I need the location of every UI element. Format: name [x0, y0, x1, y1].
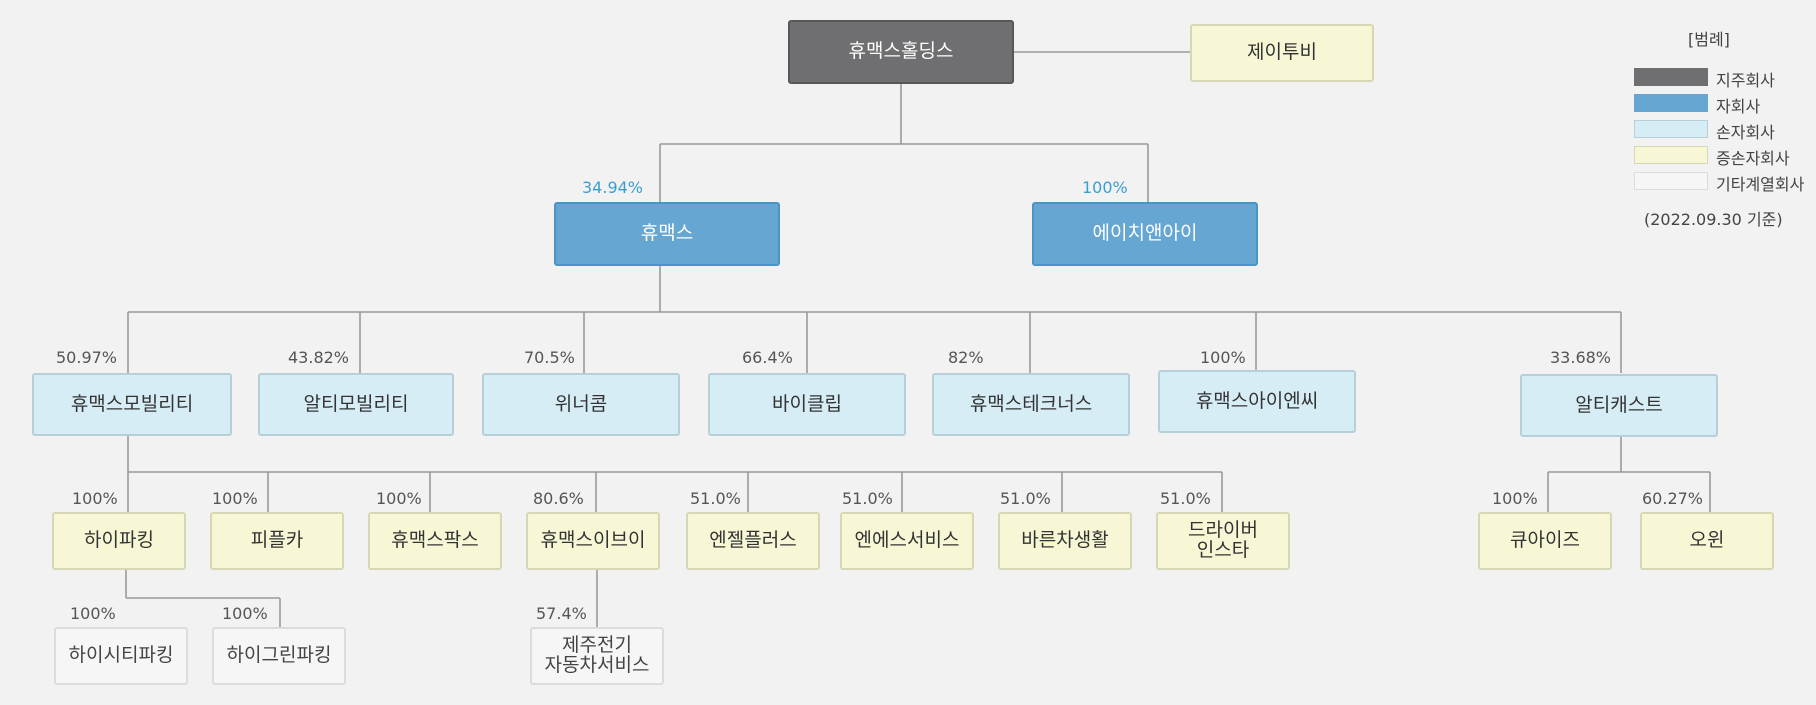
pct-hni: 100% — [1082, 178, 1128, 197]
legend-title: [범례] — [1688, 30, 1730, 49]
node-bareun-life: 바른차생활 — [998, 512, 1132, 570]
pct-humax-parks: 100% — [376, 489, 422, 508]
legend-swatch-holding — [1634, 68, 1708, 86]
legend-date: (2022.09.30 기준) — [1644, 210, 1783, 229]
pct-rt-cast: 33.68% — [1550, 348, 1612, 367]
pct-jeju-ev-service: 57.4% — [536, 604, 587, 623]
node-jeju-ev-service: 제주전기 자동차서비스 — [530, 627, 664, 685]
legend-label-other: 기타계열회사 — [1716, 175, 1805, 194]
legend-item-sub: 자회사 — [1634, 92, 1816, 116]
legend-item-gsub: 손자회사 — [1634, 118, 1816, 142]
pct-higreen-parking: 100% — [222, 604, 268, 623]
node-humax-parks: 휴맥스팍스 — [368, 512, 502, 570]
node-humax-icnc: 휴맥스아이엔씨 — [1158, 370, 1356, 433]
legend-item-other: 기타계열회사 — [1634, 170, 1816, 194]
node-owin: 오윈 — [1640, 512, 1774, 570]
node-humax-mobility: 휴맥스모빌리티 — [32, 373, 232, 436]
legend-swatch-ggsub — [1634, 146, 1708, 164]
node-humax-technus: 휴맥스테크너스 — [932, 373, 1130, 436]
pct-owin: 60.27% — [1642, 489, 1704, 508]
node-hiparking: 하이파킹 — [52, 512, 186, 570]
pct-bareun-life: 51.0% — [1000, 489, 1051, 508]
pct-humax-icnc: 100% — [1200, 348, 1246, 367]
node-humax-ev: 휴맥스이브이 — [526, 512, 660, 570]
pct-humax-mobility: 50.97% — [56, 348, 118, 367]
pct-hiparking: 100% — [72, 489, 118, 508]
legend-swatch-gsub — [1634, 120, 1708, 138]
legend-swatch-other — [1634, 172, 1708, 190]
pct-hicity-parking: 100% — [70, 604, 116, 623]
pct-driver-insta: 51.0% — [1160, 489, 1211, 508]
pct-humax-technus: 82% — [948, 348, 984, 367]
pct-bikeclip: 66.4% — [742, 348, 793, 367]
legend-item-holding: 지주회사 — [1634, 66, 1816, 90]
node-bikeclip: 바이클립 — [708, 373, 906, 436]
pct-rt-mobility: 43.82% — [288, 348, 350, 367]
legend-item-ggsub: 증손자회사 — [1634, 144, 1816, 168]
node-peoplecar: 피플카 — [210, 512, 344, 570]
pct-enjel-plus: 51.0% — [690, 489, 741, 508]
node-hicity-parking: 하이시티파킹 — [54, 627, 188, 685]
node-driver-insta: 드라이버 인스타 — [1156, 512, 1290, 570]
legend-swatch-sub — [1634, 94, 1708, 112]
pct-ns-service: 51.0% — [842, 489, 893, 508]
pct-qiiz: 100% — [1492, 489, 1538, 508]
node-qiiz: 큐아이즈 — [1478, 512, 1612, 570]
node-hni: 에이치앤아이 — [1032, 202, 1258, 266]
pct-humax: 34.94% — [582, 178, 644, 197]
pct-winercom: 70.5% — [524, 348, 575, 367]
pct-peoplecar: 100% — [212, 489, 258, 508]
legend-label-ggsub: 증손자회사 — [1716, 149, 1790, 168]
node-j2b: 제이투비 — [1190, 24, 1374, 82]
node-winercom: 위너콤 — [482, 373, 680, 436]
node-rt-cast: 알티캐스트 — [1520, 374, 1718, 437]
legend-label-sub: 자회사 — [1716, 97, 1761, 116]
node-enjel-plus: 엔젤플러스 — [686, 512, 820, 570]
legend-label-gsub: 손자회사 — [1716, 123, 1775, 142]
node-humax-holdings: 휴맥스홀딩스 — [788, 20, 1014, 84]
node-higreen-parking: 하이그린파킹 — [212, 627, 346, 685]
node-rt-mobility: 알티모빌리티 — [258, 373, 454, 436]
pct-humax-ev: 80.6% — [533, 489, 584, 508]
node-ns-service: 엔에스서비스 — [840, 512, 974, 570]
node-humax: 휴맥스 — [554, 202, 780, 266]
legend-label-holding: 지주회사 — [1716, 71, 1775, 90]
